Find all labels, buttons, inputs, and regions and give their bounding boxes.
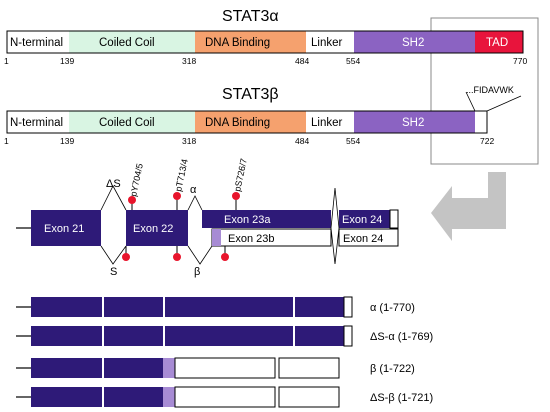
exon-24-top-label: Exon 24: [342, 214, 382, 226]
site-bottom-2-dot: [173, 253, 181, 261]
exon-23a-label: Exon 23a: [224, 214, 271, 226]
isoform-label-delta-s-alpha: ΔS-α (1-769): [370, 331, 433, 343]
exon-24-top: [339, 210, 390, 228]
alpha-label-linker: Linker: [311, 37, 342, 49]
beta-sh2: [354, 111, 475, 133]
splice-beta-line: [187, 245, 213, 265]
alpha-label-tad: TAD: [486, 37, 508, 49]
alpha-pos-484: 484: [295, 56, 309, 66]
isoform-transcripts: α (1-770) ΔS-α (1-769) β (1-722): [16, 296, 433, 408]
beta-label-linker: Linker: [311, 117, 342, 129]
alpha-n-terminal: [7, 31, 69, 53]
beta-coiled-coil: [69, 111, 195, 133]
beta-label-n-terminal: N-terminal: [10, 117, 63, 129]
alpha-pos-554: 554: [346, 56, 360, 66]
beta-pos-318: 318: [182, 136, 196, 146]
beta-pos-484: 484: [295, 136, 309, 146]
c-terminal-highlight-box: [430, 17, 539, 165]
site-pt713-dot: [173, 192, 181, 200]
alpha-splice-label: α: [190, 184, 197, 196]
site-py704-label: pY704/5: [128, 163, 145, 198]
beta-linker: [306, 111, 354, 133]
alpha-label-n-terminal: N-terminal: [10, 37, 63, 49]
site-bottom-3-dot: [221, 253, 229, 261]
isoform-row-delta-s-alpha: ΔS-α (1-769): [16, 325, 433, 347]
alpha-label-sh2: SH2: [402, 37, 424, 49]
exon-24-top-tail: [389, 209, 399, 229]
alpha-sh2: [354, 31, 475, 53]
beta-title: STAT3β: [222, 86, 279, 103]
s-label: S: [110, 266, 117, 278]
alpha-domain-bar: [6, 30, 524, 54]
site-py704-dot: [128, 196, 136, 204]
gray-bent-arrow-icon: [431, 172, 506, 241]
exon-23a: [202, 210, 331, 228]
site-bottom-1-dot: [122, 253, 130, 261]
site-pt713-label: pT713/4: [173, 158, 190, 192]
exon-24-bottom-label: Exon 24: [343, 233, 383, 245]
splice-delta-s-line: [100, 185, 127, 211]
beta-n-terminal: [7, 111, 69, 133]
alpha-title: STAT3α: [222, 8, 279, 25]
beta-label-dna-binding: DNA Binding: [205, 117, 270, 129]
alpha-pos-770: 770: [513, 56, 527, 66]
alpha-label-dna-binding: DNA Binding: [205, 37, 270, 49]
alpha-pos-1: 1: [4, 56, 9, 66]
alpha-pos-318: 318: [182, 56, 196, 66]
delta-s-label: ΔS: [106, 178, 121, 190]
alpha-coiled-coil: [69, 31, 195, 53]
alpha-tad: [475, 31, 523, 53]
alpha-pos-139: 139: [60, 56, 74, 66]
beta-pos-139: 139: [60, 136, 74, 146]
splice-s-line: [100, 245, 127, 265]
beta-pos-722: 722: [480, 136, 494, 146]
splicing-scheme: ΔS S α β pY704/5 pT713/4 pS726/7 Exon 21…: [16, 158, 399, 278]
isoform-row-delta-s-beta: ΔS-β (1-721): [16, 386, 433, 408]
isoform-row-beta: β (1-722): [16, 357, 415, 379]
beta-tail: [475, 111, 487, 133]
isoform-label-beta: β (1-722): [370, 363, 415, 375]
isoform-row-alpha: α (1-770): [16, 296, 415, 318]
exon-21: [31, 210, 101, 246]
alpha-linker: [306, 31, 354, 53]
beta-domain-bar: [6, 110, 488, 134]
beta-tail-sequence: ...FIDAVWK: [466, 85, 514, 95]
site-ps726-label: pS726/7: [232, 158, 249, 193]
exon-21-label: Exon 21: [44, 223, 84, 235]
exon-22: [126, 210, 188, 246]
exon-23b-label: Exon 23b: [228, 233, 274, 245]
exon-23b-lead: [212, 229, 221, 246]
beta-splice-label: β: [194, 266, 200, 278]
exon-24-bottom: [338, 228, 399, 247]
alpha-dna-binding: [195, 31, 306, 53]
splice-exon24-line: [330, 187, 340, 265]
beta-label-coiled-coil: Coiled Coil: [99, 117, 155, 129]
beta-tail-callout-line: [465, 91, 522, 112]
splice-alpha-line: [187, 195, 203, 211]
beta-pos-1: 1: [4, 136, 9, 146]
beta-pos-554: 554: [346, 136, 360, 146]
isoform-label-alpha: α (1-770): [370, 302, 415, 314]
beta-dna-binding: [195, 111, 306, 133]
exon-22-label: Exon 22: [133, 223, 173, 235]
alpha-label-coiled-coil: Coiled Coil: [99, 37, 155, 49]
beta-label-sh2: SH2: [402, 117, 424, 129]
site-ps726-dot: [232, 192, 240, 200]
isoform-label-delta-s-beta: ΔS-β (1-721): [370, 392, 433, 404]
